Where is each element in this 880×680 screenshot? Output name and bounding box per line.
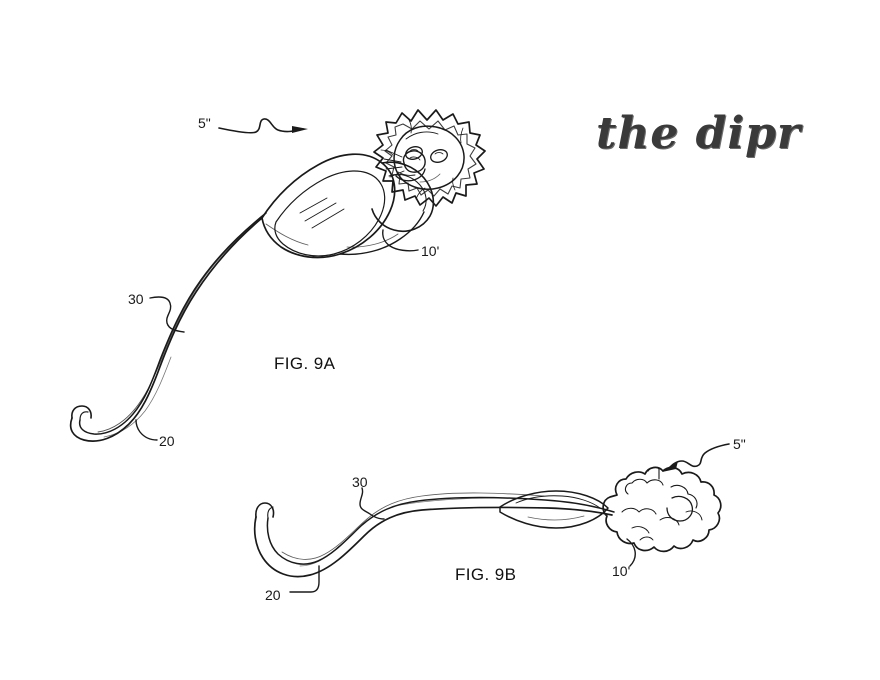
dipr-watermark-logo: the dipr [596,108,802,159]
lead-line-30-b [359,487,385,520]
lion-face-9a [383,125,465,190]
lion-mane-9b [602,466,722,553]
fig-9b-caption: FIG. 9B [455,565,517,584]
handle-shaft-9a [69,212,267,442]
reference-numeral-5-fig9b: 5" [733,436,746,452]
lead-line-10-b [626,538,636,567]
lion-mouth [395,168,426,182]
lion-nose [402,150,426,173]
reference-numeral-20-fig9b: 20 [265,587,281,603]
lead-line-5-a [218,118,308,134]
lead-line-20-a [135,419,158,441]
reference-numeral-20-fig9a: 20 [159,433,175,449]
lion-eye-left [405,146,423,160]
lead-line-30-a [149,296,185,333]
fig-9b-drawing [253,443,730,593]
lion-mane-9a [373,109,486,207]
fig-9a-caption: FIG. 9A [274,354,336,373]
reference-numeral-30-fig9b: 30 [352,474,368,490]
spoon-bowl-9b [499,490,609,529]
handle-shaft-9b [253,492,615,578]
reference-numeral-10-fig9b: 10' [612,563,631,579]
reference-numeral-30-fig9a: 30 [128,291,144,307]
spoon-bowl-9a [261,153,435,259]
reference-numeral-10-fig9a: 10' [421,243,440,259]
reference-numeral-5-fig9a: 5" [198,115,211,131]
lion-eye-right [430,149,448,163]
lead-line-10-a [382,229,419,252]
fig-9a-drawing [69,109,486,442]
lead-line-20-b [289,565,320,593]
